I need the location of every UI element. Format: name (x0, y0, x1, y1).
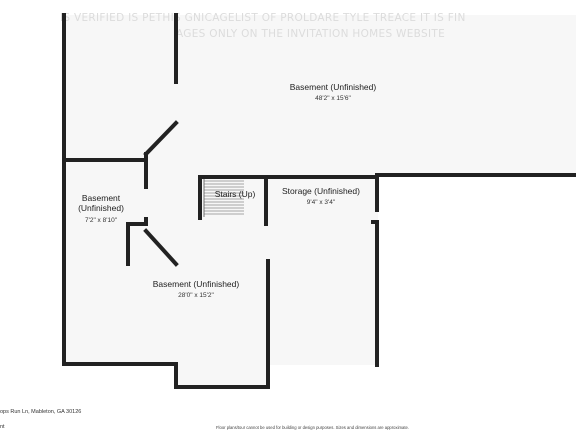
room-dimensions: 9'4" x 3'4" (307, 199, 336, 206)
room-basement-lower: Basement (Unfinished) 28'0" x 15'2" (153, 279, 240, 299)
walls (62, 13, 576, 389)
room-dimensions: 7'2" x 8'10" (85, 217, 118, 224)
watermark-line-1: IS VERIFIED IS PETHIS GNICAGELIST OF PRO… (60, 12, 466, 24)
footer-disclaimer: Floor plans/tour cannot be used for buil… (216, 425, 409, 430)
room-name: Storage (Unfinished) (282, 186, 360, 196)
room-name-line-1: Basement (82, 193, 121, 203)
room-dimensions: 28'0" x 15'2" (178, 292, 214, 299)
room-dimensions: 48'2" x 15'6" (315, 95, 351, 102)
footer-address: ops Run Ln, Mableton, GA 30126 (0, 409, 82, 415)
room-name: Basement (Unfinished) (153, 279, 240, 289)
watermark-line-2: AGES ONLY ON THE INVITATION HOMES WEBSIT… (176, 28, 445, 40)
footer-line-2: nt (0, 424, 5, 430)
room-basement-left: Basement (Unfinished) 7'2" x 8'10" (78, 193, 124, 224)
room-name: Stairs (Up) (215, 189, 256, 199)
room-basement-main: Basement (Unfinished) 48'2" x 15'6" (290, 82, 377, 102)
room-name-line-2: (Unfinished) (78, 203, 124, 213)
room-storage: Storage (Unfinished) 9'4" x 3'4" (282, 186, 360, 206)
room-name: Basement (Unfinished) (290, 82, 377, 92)
stairs-treads (203, 179, 244, 217)
room-stairs: Stairs (Up) (215, 189, 256, 199)
